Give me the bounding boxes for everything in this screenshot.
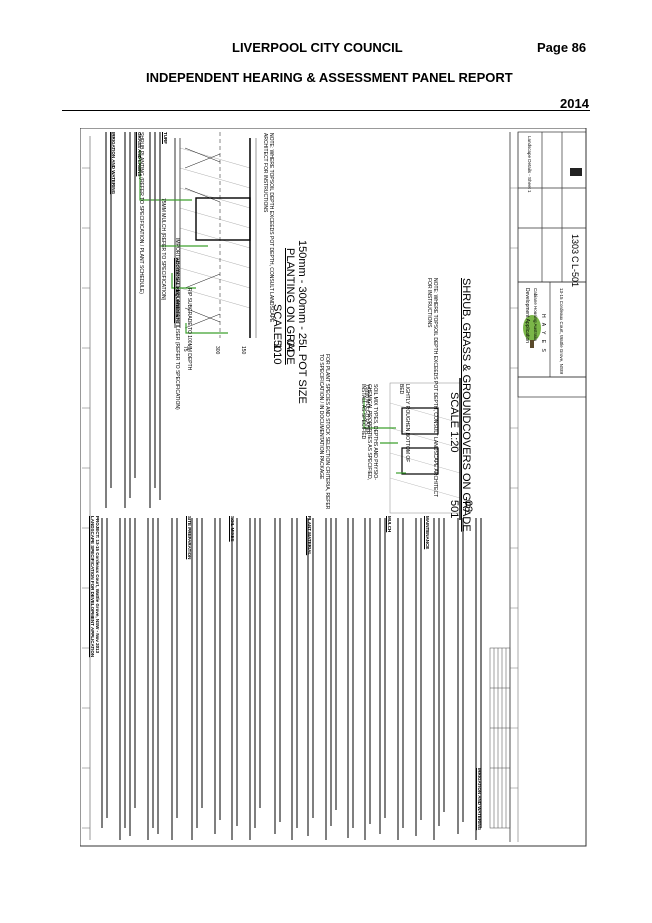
notes-section-maintenance: MAINTENANCE xyxy=(425,516,430,550)
title-block xyxy=(517,131,587,398)
report-year: 2014 xyxy=(560,96,589,111)
notes-section-turf: TURF xyxy=(163,132,168,144)
council-name: LIVERPOOL CITY COUNCIL xyxy=(232,40,403,55)
detail-03-number: 03 xyxy=(462,500,474,513)
title-block-client: Cabiane Housing Australia xyxy=(533,288,538,342)
detail-03-note: NOTE: WHERE TOPSOIL DEPTH EXCEEDS POT DE… xyxy=(426,278,438,498)
detail-03-sheet: 501 xyxy=(448,500,460,519)
detail-04-dim-300: 300 xyxy=(214,346,220,355)
detail-04-drawing xyxy=(139,132,257,338)
notes-section-mulch: MULCH xyxy=(387,516,392,533)
detail-04-leader-lines xyxy=(139,150,228,334)
landscape-drawing-sheet: 150mm - 300mm - 25L POT SIZE PLANTING ON… xyxy=(79,127,590,850)
frame-ticks xyxy=(82,167,90,829)
detail-04-dim-75: 75 xyxy=(182,346,188,352)
detail-04-pot-size: 150mm - 300mm - 25L POT SIZE xyxy=(296,240,308,404)
detail-04-number: 04 xyxy=(284,340,296,353)
page-number: Page 86 xyxy=(537,40,587,55)
notes-section-irrigation-top: IRRIGATION AND WATERING xyxy=(111,132,116,195)
title-block-drawing-no: L-501 xyxy=(570,264,580,288)
notes-heading: PROJECT: 13-15 Cordeaux Court, Wattle Gr… xyxy=(95,516,100,654)
detail-04-note: NOTE: WHERE TOPSOIL DEPTH EXCEEDS POT DE… xyxy=(262,133,274,323)
specification-notes-blocks xyxy=(101,132,482,840)
header-divider xyxy=(62,110,590,111)
detail-04-label-4: RIP SUBGRADE TO 100MM DEPTH xyxy=(186,288,192,371)
notes-section-plant-material: PLANT MATERIAL xyxy=(307,516,312,556)
detail-03-scale: SCALE 1:20 xyxy=(448,392,460,453)
detail-03-label-3: SOIL MIX TYPES, DEPTHS AND PHYSIO-CHEMIC… xyxy=(360,384,378,481)
detail-03-title: SHRUB, GRASS & GROUNDCOVERS ON GRADE xyxy=(460,278,472,532)
title-block-drawing-title: Landscape Details - Sheet 1 xyxy=(527,136,532,193)
notes-section-site-preparation: SITE PREPARATION xyxy=(187,516,192,560)
detail-03-drawing xyxy=(363,378,461,520)
detail-04-label-2: 75MM MULCH (REFER TO SPECIFICATION) xyxy=(160,198,166,301)
detail-03-label-1: FOR PLANT SPECIES AND STOCK SELECTION CR… xyxy=(318,354,330,510)
title-block-project: 13-15 Cordeaux Court, Wattle Grove, NSW xyxy=(559,288,564,375)
right-strip-ticks xyxy=(510,187,518,789)
title-block-firm: H A Y E S xyxy=(540,314,546,354)
drawing-svg xyxy=(79,127,587,847)
notes-section-soil-mixes: SOIL MIXES xyxy=(230,516,235,542)
notes-section-additional: ADDITIONAL REQUIREMENTS xyxy=(175,258,180,324)
logo-tree-icon xyxy=(523,315,541,348)
title-block-revision: C xyxy=(570,256,580,263)
title-block-job-no: 1303 xyxy=(570,234,580,255)
notes-subheading: LANDSCAPE SPECIFICATION FOR DEVELOPMENT … xyxy=(90,516,95,658)
detail-04-dim-150: 150 xyxy=(240,346,246,355)
notes-section-grass: GRASS AND LAWNS xyxy=(137,132,142,177)
revision-table xyxy=(489,647,511,829)
detail-03-label-4: LIGHTLY ROUGHEN BOTTOM OF BED xyxy=(398,384,410,463)
title-block-stage: Development Application xyxy=(524,288,530,344)
detail-03-leader-lines xyxy=(363,398,406,474)
notes-section-irrigation-bottom: IRRIGATION AND WATERING xyxy=(477,768,482,831)
report-title: INDEPENDENT HEARING & ASSESSMENT PANEL R… xyxy=(146,70,513,85)
